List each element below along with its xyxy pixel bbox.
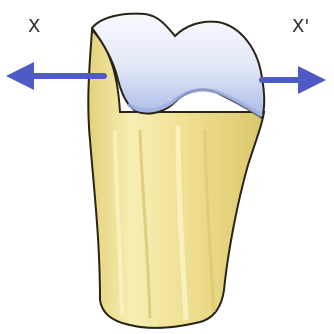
label-x: X xyxy=(28,16,40,37)
label-x-prime: X' xyxy=(292,16,309,37)
arrow-right-icon xyxy=(262,66,326,94)
